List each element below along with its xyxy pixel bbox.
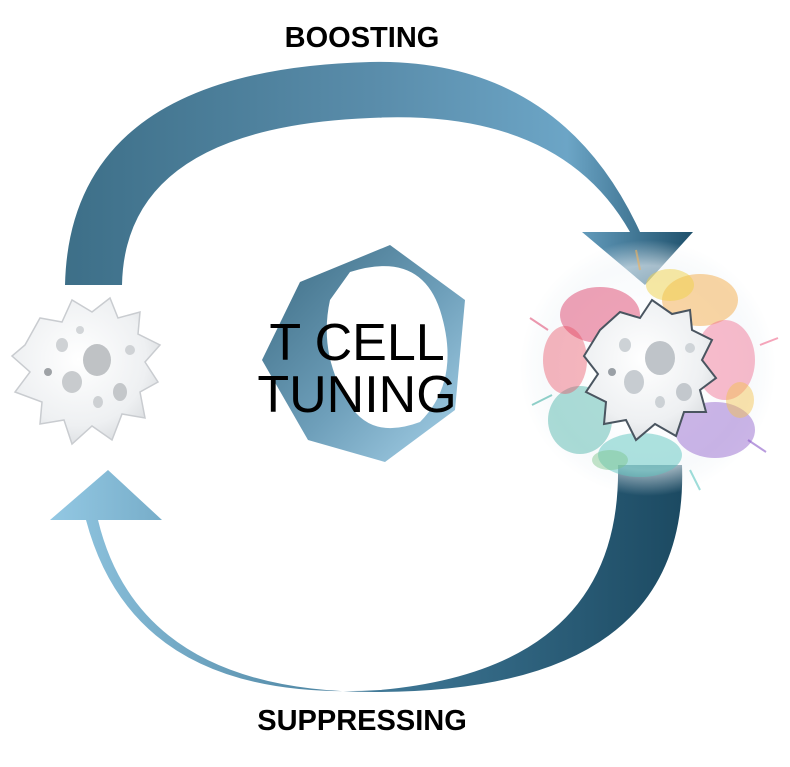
boosting-label: BOOSTING: [285, 22, 440, 54]
center-title-line2: TUNING: [257, 366, 456, 424]
activated-t-cell-watercolor-icon: [520, 240, 779, 496]
rotating-hexagon-ring-icon: [262, 245, 465, 462]
boosting-arrow: [65, 61, 693, 285]
resting-t-cell-icon: [10, 296, 162, 446]
suppressing-arrow: [50, 465, 683, 693]
suppressing-label: SUPPRESSING: [257, 705, 467, 737]
center-title-line1: T CELL: [269, 314, 444, 372]
